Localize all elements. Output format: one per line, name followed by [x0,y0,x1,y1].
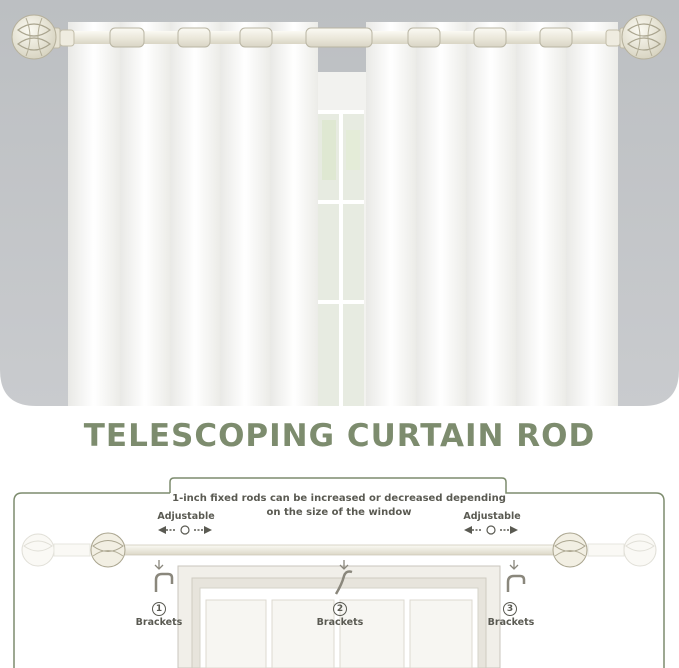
bracket-number-1: 1 [152,602,166,616]
adjustable-label-right: Adjustable [463,511,521,522]
bracket-hook-icon [506,560,526,592]
finial-ball-icon [90,532,126,568]
window-icon [312,72,370,406]
window-icon [177,565,501,668]
adjustable-label-left: Adjustable [157,511,215,522]
finial-ball-icon [11,14,75,60]
bracket-hook-icon [154,560,174,592]
right-curtain-panel [366,22,618,406]
bracket-number-3: 3 [503,602,517,616]
bracket-label-3: Brackets [487,617,535,628]
curtain-rod [119,544,561,556]
bracket-number-2: 2 [333,602,347,616]
left-curtain-panel [68,22,318,406]
finial-ball-icon [605,14,667,60]
adjust-arrows-icon [158,525,212,535]
bracket-label-2: Brackets [316,617,364,628]
product-photo [0,0,679,406]
headline: TELESCOPING CURTAIN ROD [83,418,596,454]
curtain-ring-icon [109,27,573,48]
finial-ball-icon [587,533,657,567]
rod-diagram [13,477,665,668]
adjust-arrows-icon [464,525,518,535]
finial-ball-icon [21,533,91,567]
bracket-label-1: Brackets [135,617,183,628]
finial-ball-icon [552,532,588,568]
bracket-hook-icon [334,560,353,595]
adjustment-note: 1-inch fixed rods can be increased or de… [172,493,506,518]
diagram-frame [13,477,665,668]
